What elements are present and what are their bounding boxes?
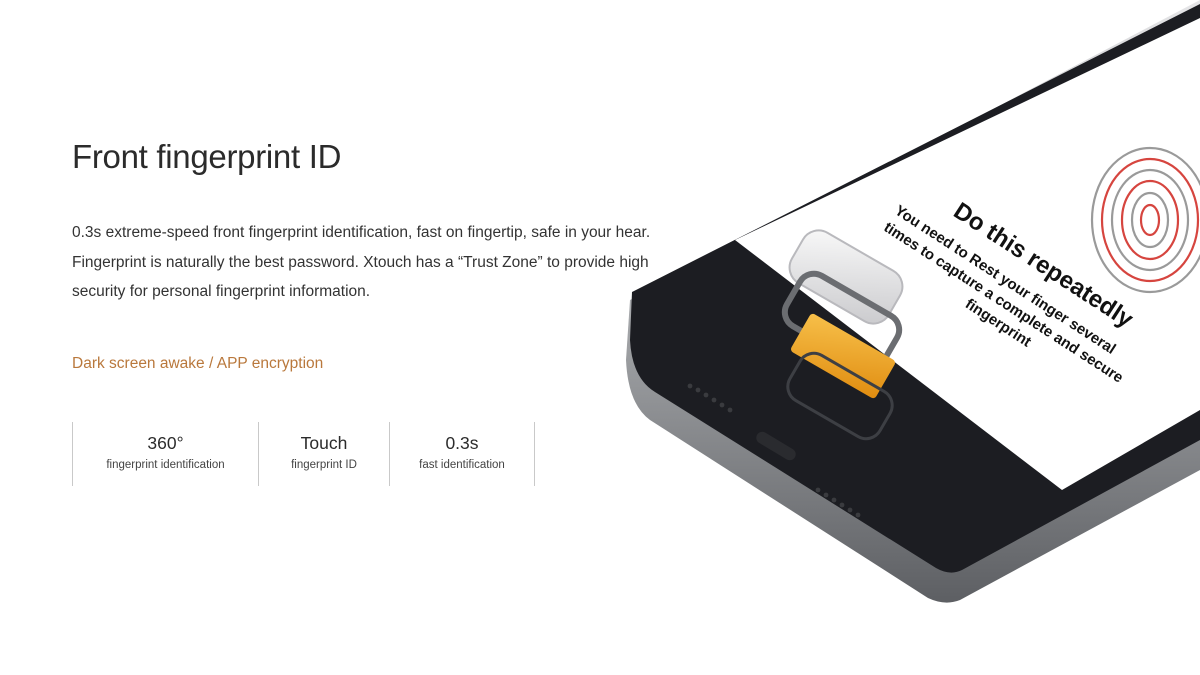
phone-illustration: Do this repeatedly You need to Rest your… (626, 0, 1200, 603)
stats-row: 360° fingerprint identification Touch fi… (72, 422, 535, 486)
speaker-grill-right (815, 487, 861, 518)
stat-value: Touch (300, 433, 348, 453)
stat-label: fingerprint identification (106, 459, 225, 471)
fingerprint-icon (1090, 146, 1200, 294)
stat-label: fingerprint ID (291, 459, 357, 471)
description-line-2: Fingerprint is naturally the best passwo… (72, 253, 649, 301)
stat-touch: Touch fingerprint ID (258, 422, 389, 486)
description: 0.3s extreme-speed front fingerprint ide… (72, 218, 652, 307)
speaker-grill-left (687, 383, 733, 413)
stat-label: fast identification (419, 459, 505, 471)
feature-tagline: Dark screen awake / APP encryption (72, 355, 324, 372)
usb-port (756, 431, 796, 461)
page-title: Front fingerprint ID (72, 138, 342, 175)
stat-speed: 0.3s fast identification (389, 422, 535, 486)
description-line-1: 0.3s extreme-speed front fingerprint ide… (72, 224, 651, 241)
fingerprint-sensor (781, 229, 904, 441)
stat-360: 360° fingerprint identification (72, 422, 258, 486)
stat-value: 0.3s (445, 433, 479, 453)
stat-value: 360° (147, 433, 184, 453)
phone-screen (735, 18, 1200, 490)
